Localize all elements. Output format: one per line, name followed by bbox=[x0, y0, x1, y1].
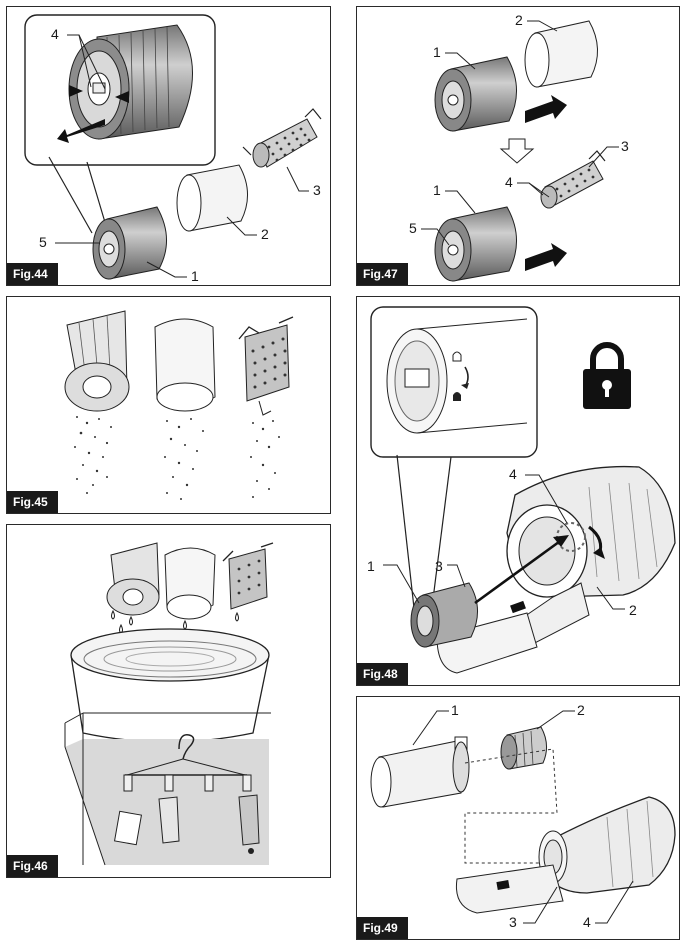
callout-1: 1 bbox=[367, 558, 375, 574]
figure-45: Fig.45 bbox=[6, 296, 331, 514]
dust-particles bbox=[74, 416, 280, 500]
fig45-illustration bbox=[64, 310, 294, 500]
mesh-prefilter bbox=[222, 542, 274, 610]
figure-46: Fig.46 bbox=[6, 524, 331, 878]
callout-4: 4 bbox=[583, 914, 591, 930]
water-basin bbox=[70, 628, 270, 743]
callout-5: 5 bbox=[39, 234, 47, 250]
lock-detail-inset bbox=[386, 318, 528, 434]
remove-arrow-icon bbox=[525, 95, 567, 123]
filter-cartridge bbox=[64, 310, 130, 412]
callout-4: 4 bbox=[505, 174, 513, 190]
figure-label: Fig.47 bbox=[357, 263, 408, 285]
filter-sleeve bbox=[164, 547, 216, 620]
figure-44: 4 5 1 2 3 Fig.44 bbox=[6, 6, 331, 286]
figure-label: Fig.48 bbox=[357, 663, 408, 685]
callout-5: 5 bbox=[409, 220, 417, 236]
filter-cartridge bbox=[106, 542, 160, 616]
fig49-illustration bbox=[370, 710, 676, 924]
down-arrow-icon bbox=[499, 138, 535, 164]
mesh-prefilter bbox=[242, 108, 322, 168]
remove-arrow-icon bbox=[525, 243, 567, 271]
fig44-illustration bbox=[24, 14, 322, 280]
callout-3: 3 bbox=[509, 914, 517, 930]
drying-area bbox=[64, 712, 271, 866]
figure-label: Fig.44 bbox=[7, 263, 58, 285]
callout-1: 1 bbox=[433, 182, 441, 198]
callout-2: 2 bbox=[577, 702, 585, 718]
filter-cartridge bbox=[410, 582, 478, 648]
mesh-prefilter bbox=[238, 316, 294, 416]
filter-cartridge bbox=[434, 206, 518, 282]
figure-label: Fig.45 bbox=[7, 491, 58, 513]
figure-label: Fig.49 bbox=[357, 917, 408, 939]
figure-47: 2 1 1 3 4 5 Fig.47 bbox=[356, 6, 680, 286]
filter-cartridge bbox=[500, 726, 547, 770]
figure-48: 1 3 4 2 Fig.48 bbox=[356, 296, 680, 686]
figure-label: Fig.46 bbox=[7, 855, 58, 877]
figure-49: 1 2 3 4 Fig.49 bbox=[356, 696, 680, 940]
callout-2: 2 bbox=[261, 226, 269, 242]
callout-2: 2 bbox=[515, 12, 523, 28]
fig46-illustration bbox=[64, 542, 274, 866]
callout-1: 1 bbox=[451, 702, 459, 718]
filter-cartridge bbox=[92, 206, 168, 280]
callout-4: 4 bbox=[51, 26, 59, 42]
callout-1: 1 bbox=[191, 268, 199, 284]
padlock-icon bbox=[583, 342, 631, 409]
fig47-illustration bbox=[421, 20, 619, 282]
filter-cartridge bbox=[434, 56, 518, 132]
callout-3: 3 bbox=[435, 558, 443, 574]
blower-tool bbox=[455, 796, 676, 914]
callout-3: 3 bbox=[621, 138, 629, 154]
callout-3: 3 bbox=[313, 182, 321, 198]
callout-2: 2 bbox=[629, 602, 637, 618]
filter-sleeve bbox=[524, 20, 598, 88]
filter-sleeve bbox=[370, 736, 470, 808]
callout-4: 4 bbox=[509, 466, 517, 482]
filter-sleeve bbox=[154, 318, 216, 412]
fig48-illustration bbox=[370, 306, 676, 674]
filter-inset bbox=[57, 24, 193, 143]
blower-tool bbox=[436, 465, 676, 674]
callout-1: 1 bbox=[433, 44, 441, 60]
filter-sleeve bbox=[176, 164, 248, 232]
